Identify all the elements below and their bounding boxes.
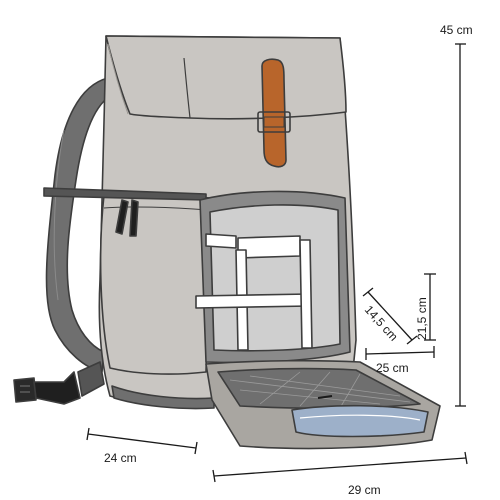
compartment-depth-label: 14,5 cm — [362, 303, 401, 344]
compartment-depth-dimension: 14,5 cm — [362, 287, 418, 345]
compartment-width-dimension: 25 cm — [365, 346, 435, 375]
side-pocket — [99, 192, 211, 375]
width-dimension: 29 cm — [212, 451, 468, 497]
width-label: 29 cm — [348, 483, 381, 497]
camera-compartment — [195, 190, 351, 364]
open-lid — [205, 359, 441, 450]
compartment-width-label: 25 cm — [376, 361, 409, 375]
side-buckle — [13, 361, 105, 405]
height-dimension: 45 cm — [440, 23, 473, 407]
depth-label: 24 cm — [104, 451, 137, 465]
buckle-icon — [257, 111, 291, 133]
compartment-height-dimension: 21,5 cm — [415, 273, 436, 341]
leather-strap — [257, 58, 291, 168]
depth-dimension: 24 cm — [86, 427, 198, 465]
height-label: 45 cm — [440, 23, 473, 37]
compartment-height-label: 21,5 cm — [415, 297, 429, 340]
